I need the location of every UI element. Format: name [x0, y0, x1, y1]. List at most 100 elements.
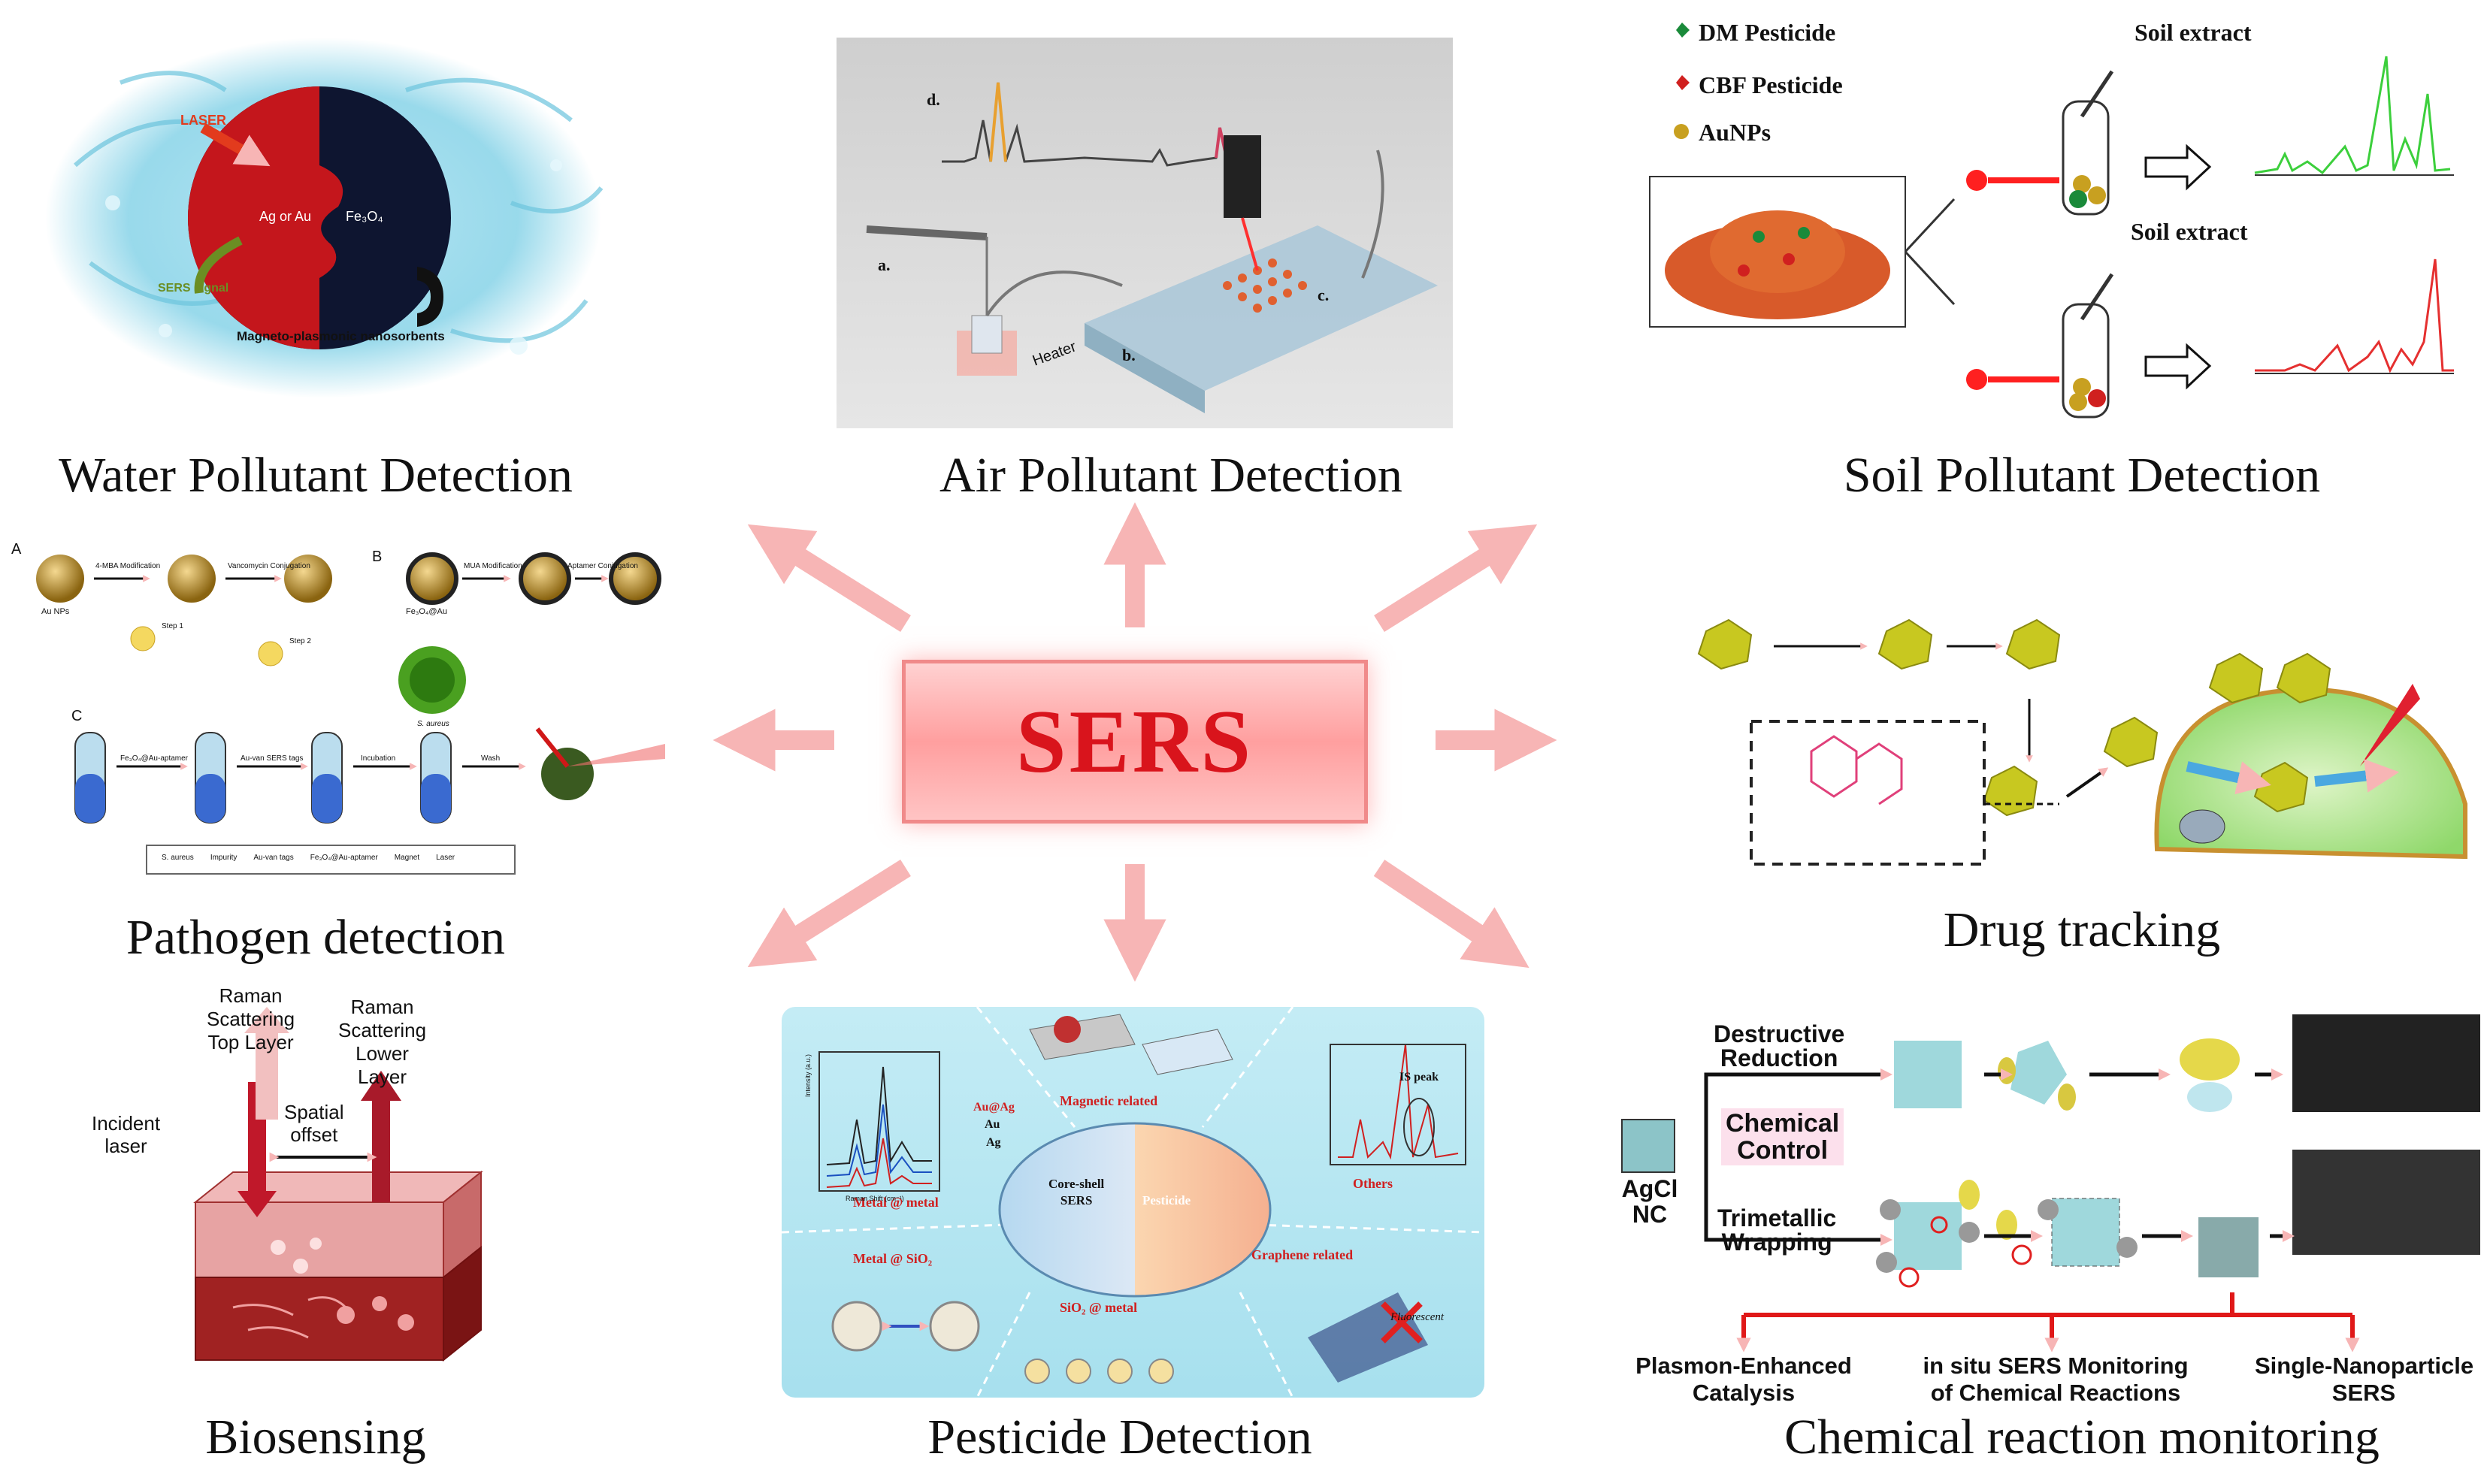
pathogen-legend-4: Magnet [394, 854, 420, 862]
pathogen-fe3o4: Fe₃O₄@Au [406, 607, 447, 616]
pathogen-legend-5: Laser [436, 854, 455, 862]
caption-drug: Drug tracking [1943, 902, 2221, 957]
caption-water: Water Pollutant Detection [59, 448, 573, 503]
caption-pathogen: Pathogen detection [126, 910, 506, 965]
chem-agcl-2: NC [1632, 1201, 1668, 1228]
pest-legend-ag: Ag [986, 1136, 1001, 1149]
drug-graphic [1697, 618, 2467, 866]
sers-center-box: SERS [902, 660, 1368, 824]
bio-incident-2: laser [104, 1135, 147, 1157]
chem-agcl: AgCl NC [1616, 1176, 1684, 1227]
bio-raman-lower: Raman Scattering Lower Layer [338, 996, 426, 1089]
bio-raman-top: Raman Scattering Top Layer [207, 984, 295, 1054]
chem-trimetallic: Trimetallic Wrapping [1717, 1206, 1836, 1254]
bio-spatial-2: offset [290, 1123, 338, 1146]
pathogen-legend-3: Fe₃O₄@Au-aptamer [310, 854, 378, 862]
chem-output-0-1: Plasmon-Enhanced [1635, 1353, 1852, 1379]
pest-raman-shift: Raman Shift (cm⁻¹) [846, 1195, 904, 1202]
pathogen-legend-0: S. aureus [162, 854, 194, 862]
soil-legend-cbf: CBF Pesticide [1699, 71, 1843, 98]
chem-control-2: Control [1737, 1136, 1829, 1165]
pest-metal-sio2: Metal @ SiO₂ [853, 1251, 933, 1266]
pathogen-label-c: C [71, 708, 83, 724]
water-left-half-label: Ag or Au [259, 209, 312, 224]
panel-soil: DM Pesticide CBF Pesticide AuNPs Soil ex… [1646, 11, 2473, 432]
air-label-d: d. [927, 90, 940, 109]
pest-legend-auag: Au@Ag [973, 1101, 1015, 1114]
air-label-a: a. [878, 255, 891, 274]
pathogen-row-c-2: Au-van SERS tags [241, 754, 304, 763]
chem-trimetallic-1: Trimetallic [1717, 1204, 1837, 1232]
pathogen-mua: MUA Modification [464, 562, 522, 570]
pest-pesticide: Pesticide [1142, 1193, 1191, 1207]
chem-output-0-2: Catalysis [1692, 1380, 1796, 1406]
arrow-down-left [747, 859, 911, 968]
caption-soil: Soil Pollutant Detection [1843, 448, 2321, 503]
panel-water: LASER SERS signal Ag or Au Fe₃O₄ Magneto… [30, 15, 616, 436]
chem-destructive-2: Reduction [1720, 1044, 1838, 1071]
caption-pesticide: Pesticide Detection [927, 1410, 1312, 1464]
water-laser-label: LASER [180, 113, 227, 128]
bio-raman-top-2: Scattering [207, 1008, 295, 1030]
panel-air: d. a. b. c. Heater [837, 38, 1453, 428]
pest-is-peak: IS peak [1399, 1071, 1439, 1084]
bio-incident-laser: Incident laser [92, 1112, 160, 1157]
pest-graphene: Graphene related [1251, 1247, 1354, 1262]
air-label-c: c. [1318, 286, 1330, 304]
pathogen-step1: Step 1 [162, 622, 183, 630]
caption-chem: Chemical reaction monitoring [1784, 1410, 2380, 1464]
pest-core-shell-2: SERS [1060, 1193, 1093, 1207]
chem-trimetallic-2: Wrapping [1721, 1229, 1832, 1256]
chem-control-1: Chemical [1726, 1109, 1840, 1138]
pest-magnetic: Magnetic related [1060, 1093, 1158, 1108]
chem-output-2-1: Single-Nanoparticle [2255, 1353, 2474, 1379]
sers-label: SERS [1015, 691, 1254, 791]
pathogen-label-a: A [11, 541, 22, 558]
pest-others: Others [1353, 1176, 1393, 1191]
panel-pesticide: Magnetic related Metal @ metal Others IS… [782, 1007, 1484, 1398]
bio-layers-graphic [193, 1007, 483, 1362]
pathogen-row-c-3: Incubation [361, 754, 396, 763]
chem-chemical-control: Chemical Control [1721, 1108, 1844, 1165]
chem-destructive: Destructive Reduction [1714, 1022, 1844, 1070]
pest-legend-au: Au [985, 1118, 1000, 1131]
caption-air: Air Pollutant Detection [939, 448, 1402, 503]
arrow-up-left [747, 524, 911, 633]
pathogen-vanco: Vancomycin Conjugation [228, 562, 310, 570]
panel-drug [1661, 616, 2473, 887]
chem-output-1-2: of Chemical Reactions [1930, 1380, 2181, 1406]
chem-destructive-1: Destructive [1714, 1020, 1845, 1047]
air-device-graphic [866, 82, 1438, 413]
pesticide-graphic [782, 1007, 1484, 1398]
chem-output-1-1: in situ SERS Monitoring [1923, 1353, 2189, 1379]
bio-raman-lower-1: Raman [350, 996, 414, 1018]
soil-extract-top: Soil extract [2135, 19, 2252, 46]
bio-raman-top-1: Raman [219, 984, 283, 1007]
pest-sio2-metal: SiO₂ @ metal [1060, 1300, 1138, 1315]
pathogen-bacteria: S. aureus [417, 720, 449, 728]
pathogen-step2: Step 2 [289, 637, 311, 645]
pathogen-row-c-1: Fe₃O₄@Au-aptamer [120, 754, 188, 763]
panel-bio: Raman Scattering Top Layer Raman Scatter… [75, 984, 586, 1390]
chem-output-0: Plasmon-Enhanced Catalysis [1631, 1353, 1856, 1407]
water-splash-graphic [45, 38, 604, 398]
caption-bio: Biosensing [205, 1410, 426, 1464]
arrow-up-right [1374, 524, 1538, 633]
pest-core-shell-1: Core-shell [1048, 1177, 1105, 1191]
panel-chem: Destructive Reduction Chemical Control T… [1616, 1007, 2480, 1407]
bio-raman-lower-2: Scattering [338, 1019, 427, 1041]
water-subtitle: Magneto-plasmonic nanosorbents [237, 329, 445, 343]
chem-graphic [1621, 1014, 2480, 1353]
pathogen-label-b: B [372, 549, 383, 565]
soil-legend-aunps: AuNPs [1699, 119, 1771, 146]
soil-graphic [1649, 23, 2454, 419]
pathogen-legend-2: Au-van tags [253, 854, 294, 862]
pathogen-legend-1: Impurity [210, 854, 238, 862]
soil-extract-bottom: Soil extract [2131, 218, 2248, 245]
bio-raman-top-3: Top Layer [207, 1031, 294, 1053]
pathogen-legend: S. aureus Impurity Au-van tags Fe₃O₄@Au-… [162, 854, 455, 862]
pathogen-row-c-4: Wash [481, 754, 501, 763]
bio-raman-lower-3: Lower [356, 1042, 409, 1065]
pathogen-aptamer: Aptamer Conjugation [567, 562, 638, 570]
